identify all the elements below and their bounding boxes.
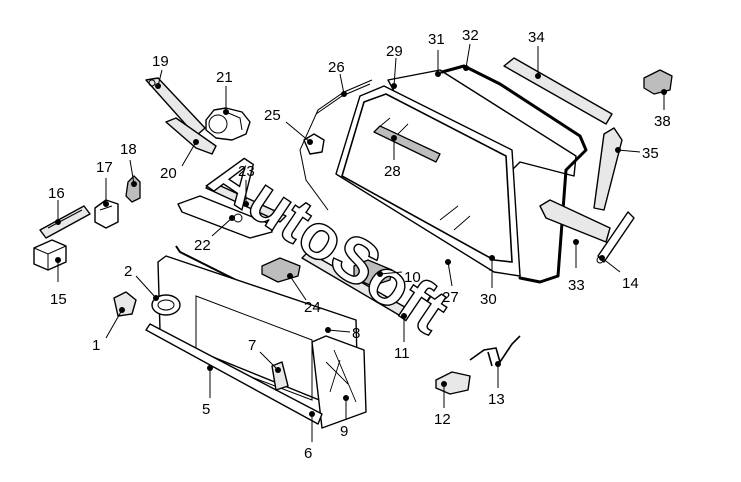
callout-2: 2 <box>124 263 159 301</box>
callout-30: 30 <box>480 255 497 308</box>
callout-25: 25 <box>264 107 313 145</box>
svg-text:32: 32 <box>462 27 479 44</box>
part-12-bracket <box>435 371 471 395</box>
part-21-motor <box>205 107 251 141</box>
svg-text:8: 8 <box>352 325 360 342</box>
tailgate-panel <box>157 255 367 429</box>
part-38-hinge <box>643 69 673 95</box>
part-16-handle <box>39 205 91 239</box>
callout-14: 14 <box>599 255 639 292</box>
callout-11: 11 <box>394 313 410 362</box>
svg-text:2: 2 <box>124 263 132 280</box>
svg-text:15: 15 <box>50 291 67 308</box>
part-2-badge <box>151 294 181 316</box>
svg-text:16: 16 <box>48 185 65 202</box>
svg-text:25: 25 <box>264 107 281 124</box>
callout-38: 38 <box>654 89 671 130</box>
part-15-lock <box>33 239 67 271</box>
callout-16: 16 <box>48 185 65 225</box>
svg-text:19: 19 <box>152 53 169 70</box>
callout-35: 35 <box>615 145 659 162</box>
callout-9: 9 <box>340 395 349 440</box>
callout-29: 29 <box>386 43 403 89</box>
svg-text:14: 14 <box>622 275 639 292</box>
callouts: 1 2 5 6 7 8 9 10 <box>48 27 671 462</box>
part-10-lock <box>353 259 393 287</box>
svg-text:21: 21 <box>216 69 233 86</box>
svg-text:17: 17 <box>96 159 113 176</box>
part-19-arm <box>145 77 206 137</box>
callout-20: 20 <box>160 139 199 182</box>
svg-text:27: 27 <box>442 289 459 306</box>
part-33-rail <box>539 199 611 243</box>
svg-text:30: 30 <box>480 291 497 308</box>
svg-text:9: 9 <box>340 423 348 440</box>
part-32-seal <box>440 64 588 284</box>
svg-text:11: 11 <box>394 345 410 362</box>
svg-text:35: 35 <box>642 145 659 162</box>
callout-31: 31 <box>428 31 445 77</box>
callout-24: 24 <box>287 273 321 316</box>
svg-text:26: 26 <box>328 59 345 76</box>
svg-text:22: 22 <box>194 237 211 254</box>
part-35-strip <box>593 127 623 211</box>
part-22-handle-bar <box>177 195 273 239</box>
svg-text:33: 33 <box>568 277 585 294</box>
svg-text:13: 13 <box>488 391 505 408</box>
svg-text:23: 23 <box>238 163 255 180</box>
callout-27: 27 <box>442 259 459 306</box>
callout-18: 18 <box>120 141 137 187</box>
callout-34: 34 <box>528 29 545 79</box>
callout-33: 33 <box>568 239 585 294</box>
part-5-strip <box>145 323 323 425</box>
callout-10: 10 <box>377 269 421 286</box>
callout-19: 19 <box>152 53 169 89</box>
svg-text:7: 7 <box>248 337 256 354</box>
callout-17: 17 <box>96 159 113 207</box>
part-28-brake-light <box>373 125 441 163</box>
callout-32: 32 <box>462 27 479 71</box>
svg-text:38: 38 <box>654 113 671 130</box>
svg-text:10: 10 <box>404 269 421 286</box>
callout-12: 12 <box>434 381 451 428</box>
part-11-strip <box>301 251 411 319</box>
part-25-clip <box>303 133 325 155</box>
callout-26: 26 <box>328 59 347 97</box>
part-13-harness <box>469 335 521 367</box>
svg-text:6: 6 <box>304 445 312 462</box>
svg-text:31: 31 <box>428 31 445 48</box>
callout-8: 8 <box>325 325 360 342</box>
part-1-bracket <box>113 291 137 317</box>
part-34-strip <box>503 57 613 125</box>
callout-13: 13 <box>488 361 505 408</box>
svg-text:28: 28 <box>384 163 401 180</box>
part-20-hook <box>165 117 217 155</box>
callout-6: 6 <box>304 411 315 462</box>
callout-1: 1 <box>92 307 125 354</box>
svg-text:29: 29 <box>386 43 403 60</box>
svg-text:12: 12 <box>434 411 451 428</box>
svg-text:1: 1 <box>92 337 100 354</box>
callout-22: 22 <box>194 215 235 254</box>
callout-28: 28 <box>384 135 401 180</box>
callout-23: 23 <box>238 163 255 207</box>
svg-text:5: 5 <box>202 401 210 418</box>
callout-15: 15 <box>50 257 67 308</box>
svg-text:20: 20 <box>160 165 177 182</box>
svg-text:24: 24 <box>304 299 321 316</box>
callout-5: 5 <box>202 365 213 418</box>
svg-text:34: 34 <box>528 29 545 46</box>
callout-7: 7 <box>248 337 281 373</box>
svg-text:18: 18 <box>120 141 137 158</box>
callout-21: 21 <box>216 69 233 115</box>
